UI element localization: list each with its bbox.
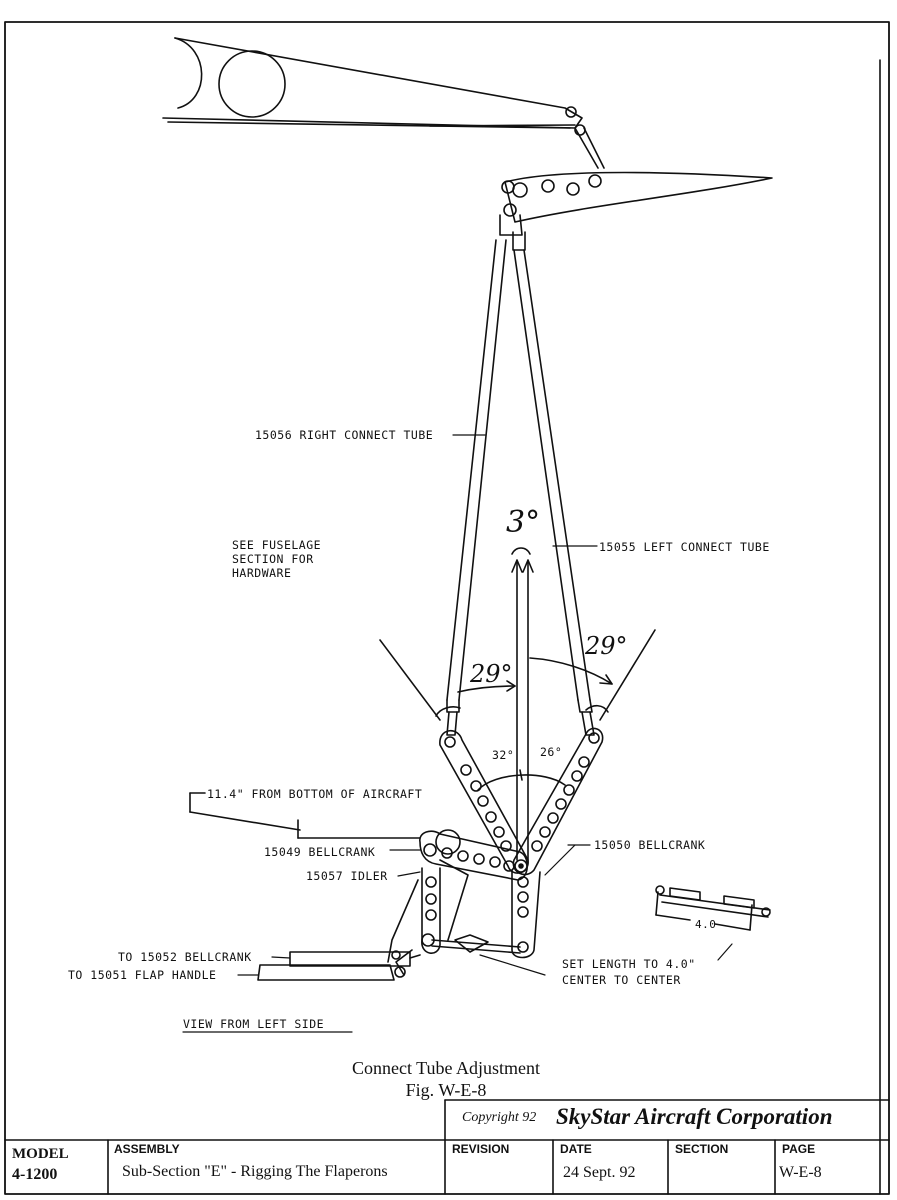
angle-29-lines (379, 629, 656, 721)
bellcrank-15049-label: 15049 BELLCRANK (264, 845, 376, 859)
page-border (4, 21, 890, 1195)
section-label: SECTION (675, 1142, 729, 1156)
see-fuselage-line3: HARDWARE (232, 566, 292, 580)
date-label: DATE (560, 1142, 592, 1156)
to-15052-label: TO 15052 BELLCRANK (118, 950, 252, 964)
left-connect-tube-label: 15055 LEFT CONNECT TUBE (599, 540, 770, 554)
leader-lines (237, 434, 733, 976)
angle-32-26-arcs (477, 769, 566, 791)
angle-29-left-label: 29° (470, 660, 513, 688)
right-connect-tube-label: 15056 RIGHT CONNECT TUBE (255, 428, 434, 442)
page-value: W-E-8 (779, 1164, 822, 1181)
company-name: SkyStar Aircraft Corporation (556, 1104, 833, 1129)
view-from-left-side-label: VIEW FROM LEFT SIDE (183, 1017, 325, 1031)
angle-26-label: 26° (540, 745, 563, 759)
dimension-4-label: 4.0 (695, 918, 717, 931)
assembly-label: ASSEMBLY (114, 1142, 180, 1156)
set-length-line1: SET LENGTH TO 4.0" (562, 957, 696, 971)
see-fuselage-line1: SEE FUSELAGE (232, 538, 322, 552)
model-label: MODEL (12, 1146, 69, 1162)
to-15051-label: TO 15051 FLAP HANDLE (68, 968, 217, 982)
model-value: 4-1200 (12, 1166, 58, 1183)
flap-linkage (257, 879, 521, 981)
idler-15057 (421, 859, 469, 954)
revision-label: REVISION (452, 1142, 510, 1156)
bellcrank-15050 (439, 727, 604, 876)
copyright-prefix: Copyright 92 (462, 1110, 537, 1125)
angle-29-right-label: 29° (585, 632, 628, 660)
figure-title: Connect Tube Adjustment (351, 1058, 540, 1078)
set-length-line2: CENTER TO CENTER (562, 973, 681, 987)
vertical-reference (511, 547, 534, 861)
lower-arm (511, 869, 541, 959)
height-dimension (189, 792, 421, 839)
date-value: 24 Sept. 92 (563, 1164, 636, 1181)
horn-fittings (499, 180, 526, 251)
assembly-value: Sub-Section "E" - Rigging The Flaperons (122, 1163, 388, 1180)
right-connect-tube (446, 239, 507, 736)
flaperon-airfoil (504, 171, 773, 223)
idler-15057-label: 15057 IDLER (306, 869, 388, 883)
turnbuckle-inset (655, 885, 771, 931)
see-fuselage-line2: SECTION FOR (232, 552, 314, 566)
angle-3-label: 3° (506, 505, 541, 540)
wing-section-outline (162, 37, 605, 169)
left-connect-tube (513, 249, 595, 736)
page-label: PAGE (782, 1142, 816, 1156)
angle-32-label: 32° (492, 748, 515, 762)
figure-number: Fig. W-E-8 (405, 1080, 487, 1100)
title-block-lines (4, 59, 890, 1195)
bellcrank-15050-label: 15050 BELLCRANK (594, 838, 706, 852)
height-note-label: 11.4" FROM BOTTOM OF AIRCRAFT (207, 787, 423, 801)
bellcrank-15049 (419, 829, 529, 881)
